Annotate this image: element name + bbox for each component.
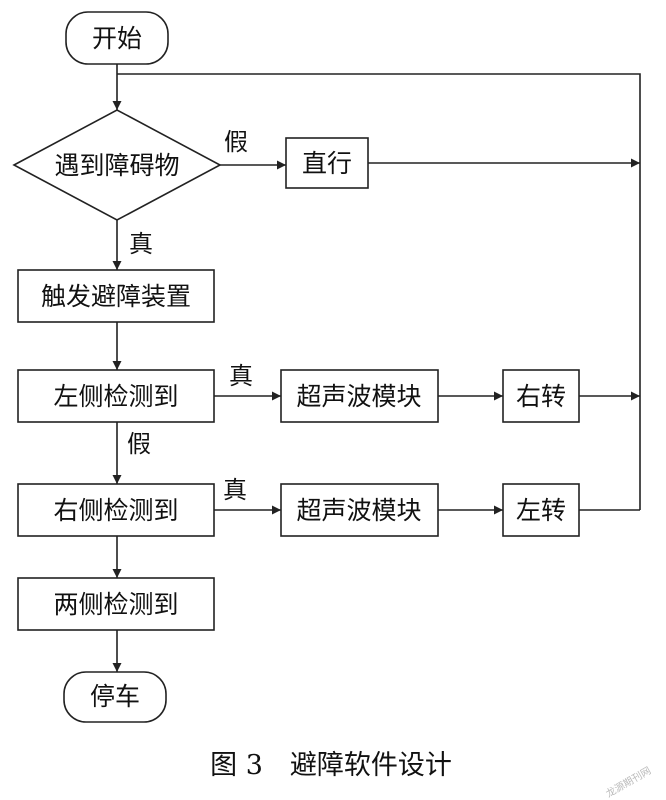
stop-label: 停车 xyxy=(90,682,140,711)
straight-label: 直行 xyxy=(302,149,352,178)
turn-right-label: 右转 xyxy=(516,382,566,411)
stop-terminal xyxy=(63,671,167,723)
left-detect-box xyxy=(17,369,215,423)
straight-box xyxy=(285,137,369,189)
right-detect-box xyxy=(17,483,215,537)
trigger-box xyxy=(17,269,215,323)
turn-left-box xyxy=(502,483,580,537)
feedback-loop-line xyxy=(117,73,641,510)
edge-label-right-true: 真 xyxy=(223,476,247,504)
ultrasonic-2-label: 超声波模块 xyxy=(296,496,421,525)
watermark: 龙源期刊网 xyxy=(603,764,653,800)
edge-label-obstacle-false: 假 xyxy=(224,128,248,156)
ultrasonic-1-label: 超声波模块 xyxy=(296,382,421,411)
both-detect-label: 两侧检测到 xyxy=(53,590,178,619)
left-detect-label: 左侧检测到 xyxy=(53,382,178,411)
turn-left-label: 左转 xyxy=(516,496,566,525)
start-label: 开始 xyxy=(92,24,142,53)
edge-label-obstacle-true: 真 xyxy=(129,230,153,258)
figure-caption: 图 3 避障软件设计 xyxy=(210,750,452,781)
edge-label-left-false: 假 xyxy=(127,430,151,458)
obstacle-label: 遇到障碍物 xyxy=(54,151,179,180)
both-detect-box xyxy=(17,577,215,631)
edge-label-left-true: 真 xyxy=(229,362,253,390)
right-detect-label: 右侧检测到 xyxy=(53,496,178,525)
trigger-label: 触发避障装置 xyxy=(41,282,191,311)
